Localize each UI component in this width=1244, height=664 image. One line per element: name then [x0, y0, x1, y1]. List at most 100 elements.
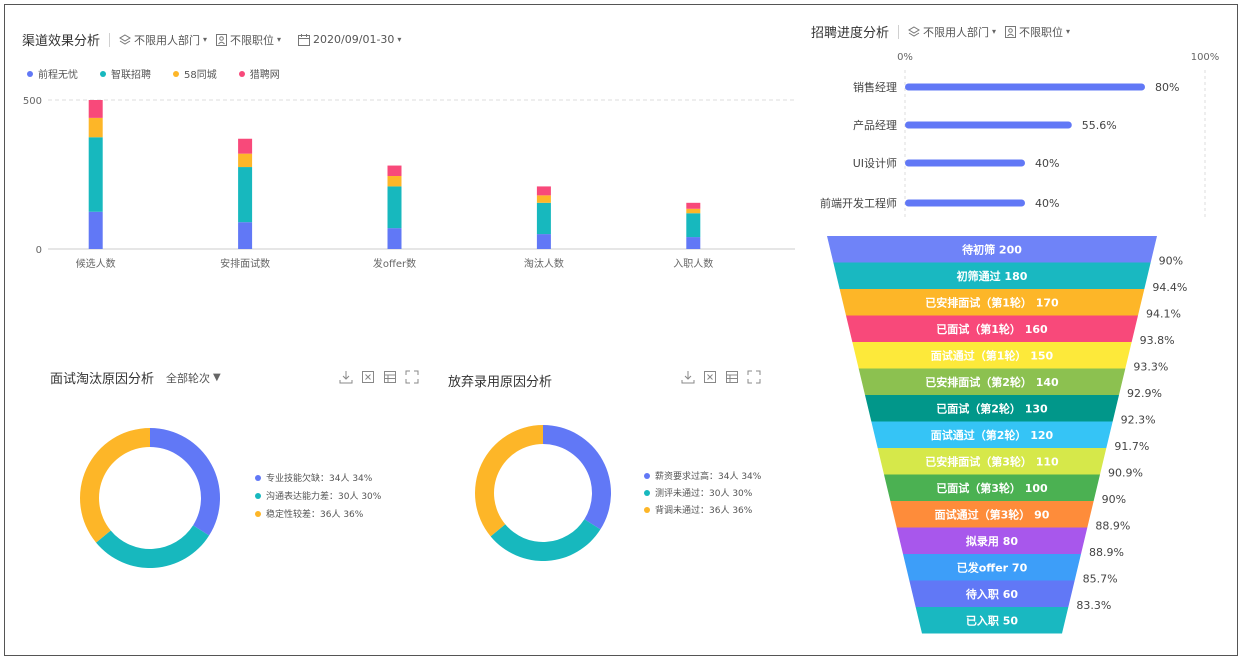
progress-title: 招聘进度分析 — [811, 26, 890, 41]
channel-bar-chart: 0500候选人数安排面试数发offer数淘汰人数入职人数 — [23, 96, 795, 270]
legend-label: 猎聘网 — [249, 70, 280, 81]
table-view-icon[interactable] — [725, 370, 739, 384]
legend-swatch — [255, 510, 261, 517]
legend-label: 专业技能欠缺：34人 34% — [266, 474, 373, 484]
abandon-legend: 薪资要求过高：34人 34% 测评未通过：30人 30% 背调未通过：36人 3… — [644, 469, 761, 516]
caret-down-icon: ▾ — [397, 35, 402, 44]
fullscreen-icon[interactable] — [405, 370, 419, 384]
bar-segment — [88, 137, 103, 212]
legend-swatch — [173, 70, 179, 77]
dept-filter[interactable]: 不限用人部门 ▾ — [908, 24, 996, 40]
funnel-stage-label: 初筛通过 180 — [957, 269, 1028, 283]
bar-segment — [536, 195, 551, 203]
divider — [898, 24, 900, 39]
position-icon — [1005, 25, 1017, 38]
legend-item[interactable]: 薪资要求过高：34人 34% — [644, 469, 761, 482]
funnel-stage — [903, 554, 1081, 581]
bar-segment — [238, 222, 253, 249]
interview-title: 面试淘汰原因分析 — [50, 372, 155, 387]
dept-filter[interactable]: 不限用人部门 ▾ — [119, 32, 207, 48]
bar-value-label: 40% — [1035, 197, 1059, 210]
funnel-stage-label: 已入职 50 — [966, 614, 1018, 627]
funnel-rate-label: 92.9% — [1127, 387, 1162, 400]
legend-item[interactable]: 稳定性较差：36人 36% — [255, 507, 381, 520]
interview-toolbar — [339, 370, 419, 384]
funnel-stage-label: 已安排面试（第2轮） 140 — [925, 375, 1059, 389]
funnel-stage — [833, 262, 1151, 289]
excel-export-icon[interactable] — [703, 370, 717, 384]
funnel-stage — [852, 342, 1132, 369]
funnel-stage — [884, 474, 1100, 501]
funnel-stage — [877, 448, 1107, 475]
bar-segment — [536, 234, 551, 249]
progress-bar — [905, 121, 1072, 129]
position-filter[interactable]: 不限职位 ▾ — [216, 32, 281, 48]
legend-label: 背调未通过：36人 36% — [655, 506, 753, 516]
legend-label: 稳定性较差：36人 36% — [266, 510, 364, 520]
funnel-stage-label: 已安排面试（第1轮） 170 — [925, 295, 1059, 309]
funnel-rate-label: 91.7% — [1114, 440, 1149, 453]
funnel-stage — [839, 289, 1145, 316]
fullscreen-icon[interactable] — [747, 370, 761, 384]
channel-legend: 前程无忧 智联招聘 58同城 猎聘网 — [27, 66, 280, 81]
funnel-stage — [890, 501, 1094, 528]
dashboard-frame — [4, 4, 1238, 656]
legend-label: 58同城 — [184, 70, 217, 81]
funnel-rate-label: 83.3% — [1076, 599, 1111, 612]
donut-slice — [490, 519, 601, 561]
round-filter[interactable]: 全部轮次 ▼ — [166, 370, 221, 386]
legend-label: 沟通表达能力差：30人 30% — [266, 492, 382, 502]
funnel-stage-label: 已安排面试（第3轮） 110 — [925, 454, 1059, 468]
caret-down-icon: ▾ — [203, 35, 208, 44]
funnel-stage — [896, 527, 1088, 554]
position-filter[interactable]: 不限职位 ▾ — [1005, 24, 1070, 40]
bar-segment — [387, 228, 402, 249]
download-icon[interactable] — [681, 370, 695, 384]
bar-segment — [238, 138, 253, 154]
table-view-icon[interactable] — [383, 370, 397, 384]
channel-title: 渠道效果分析 — [22, 34, 101, 49]
caret-down-icon: ▾ — [1066, 27, 1071, 36]
legend-item[interactable]: 猎聘网 — [238, 66, 280, 81]
bar-segment — [238, 153, 253, 168]
funnel-stage — [915, 607, 1069, 634]
funnel-rate-label: 94.4% — [1152, 281, 1187, 294]
interview-header: 面试淘汰原因分析 全部轮次 ▼ — [50, 368, 221, 388]
funnel-stage-label: 拟录用 80 — [966, 534, 1018, 548]
funnel-stage-label: 已面试（第2轮） 130 — [936, 401, 1048, 415]
legend-item[interactable]: 背调未通过：36人 36% — [644, 503, 761, 516]
bar-segment — [387, 165, 402, 176]
funnel-rate-label: 93.3% — [1133, 361, 1168, 374]
funnel-stage-label: 面试通过（第2轮） 120 — [931, 428, 1054, 442]
funnel-stage — [858, 368, 1126, 395]
legend-item[interactable]: 专业技能欠缺：34人 34% — [255, 471, 381, 484]
legend-item[interactable]: 58同城 — [173, 66, 217, 81]
donut-slice — [475, 425, 543, 537]
legend-item[interactable]: 智联招聘 — [100, 66, 151, 81]
legend-swatch — [644, 506, 650, 513]
funnel-stage — [827, 236, 1157, 263]
download-icon[interactable] — [339, 370, 353, 384]
legend-label: 测评未通过：30人 30% — [655, 489, 753, 499]
y-tick-label: 500 — [23, 96, 42, 107]
abandon-toolbar — [681, 370, 761, 384]
legend-item[interactable]: 前程无忧 — [27, 66, 78, 81]
layers-icon — [908, 25, 920, 37]
legend-item[interactable]: 沟通表达能力差：30人 30% — [255, 489, 381, 502]
position-icon — [216, 33, 228, 46]
bar-value-label: 40% — [1035, 157, 1059, 170]
donut-slice — [96, 525, 210, 568]
funnel-stage-label: 面试通过（第3轮） 90 — [935, 507, 1050, 521]
progress-bar — [905, 83, 1145, 91]
funnel-rate-label: 90% — [1102, 493, 1126, 506]
excel-export-icon[interactable] — [361, 370, 375, 384]
funnel-stage-label: 已发offer 70 — [957, 560, 1028, 574]
funnel-rate-label: 92.3% — [1121, 414, 1156, 427]
legend-item[interactable]: 测评未通过：30人 30% — [644, 486, 761, 499]
bar-category-label: 销售经理 — [853, 80, 897, 94]
legend-swatch — [255, 492, 261, 499]
progress-bar — [905, 199, 1025, 207]
bar-segment — [387, 175, 402, 187]
date-filter[interactable]: 2020/09/01-30 ▾ — [298, 33, 401, 46]
